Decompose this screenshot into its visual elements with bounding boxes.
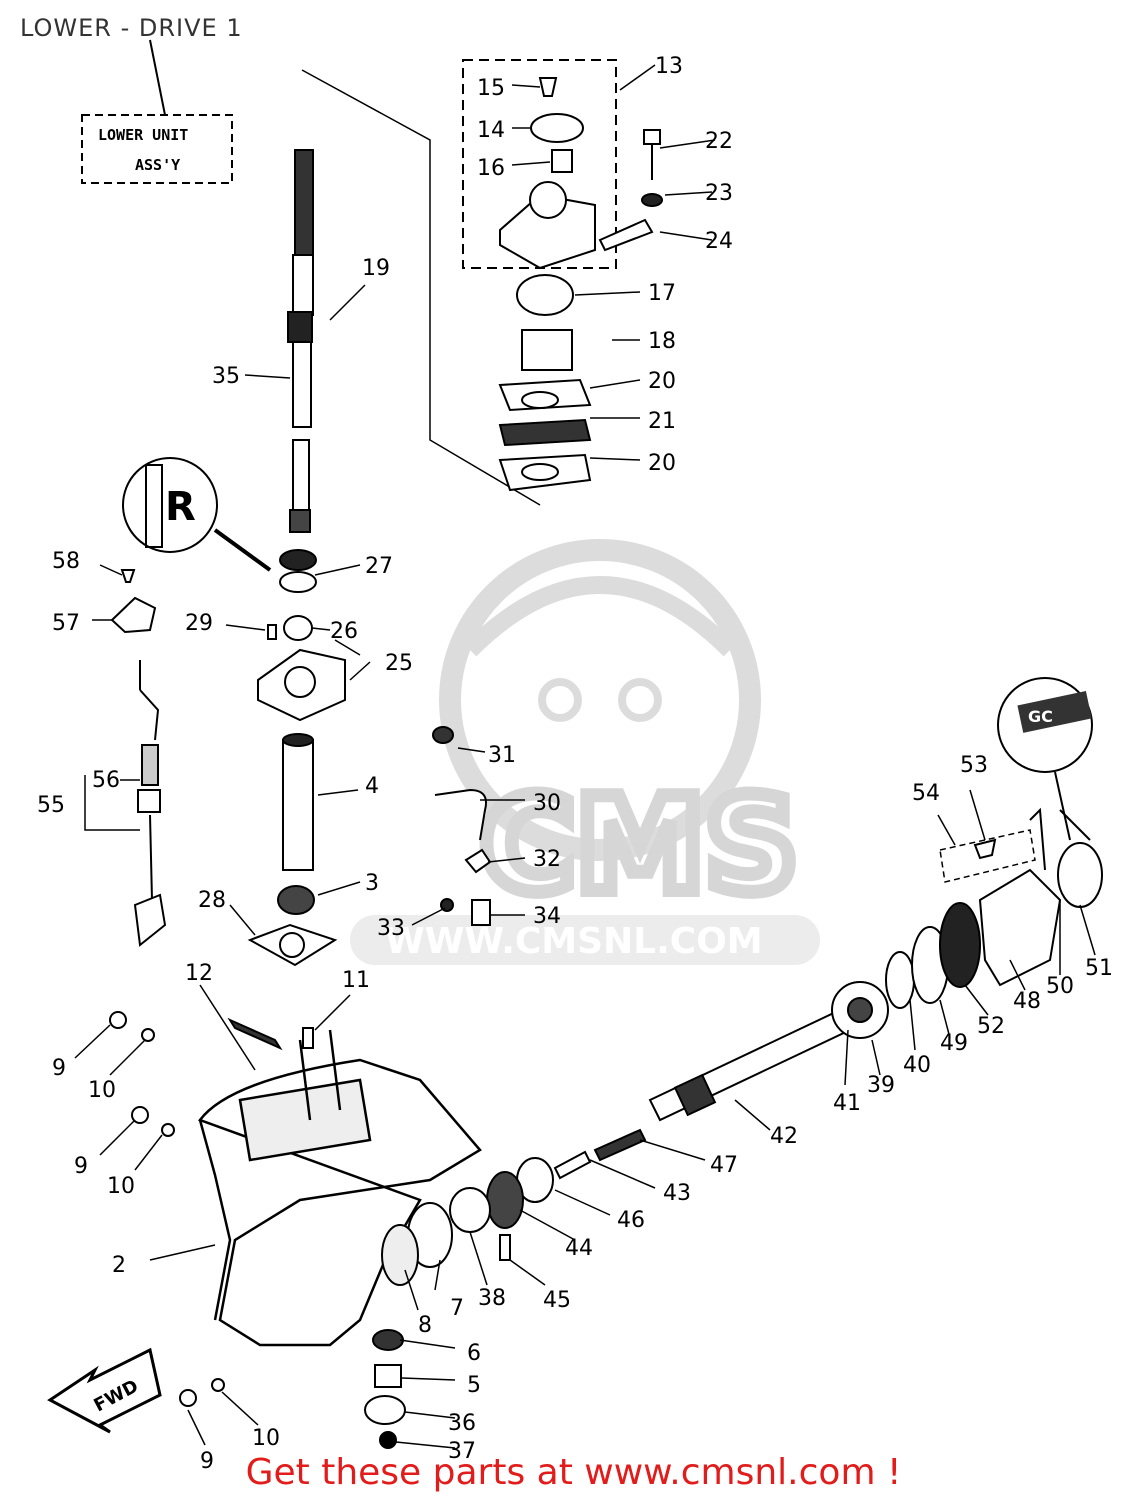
callout-43: 43 xyxy=(663,1181,691,1206)
callout-45: 45 xyxy=(543,1288,571,1313)
footer-link-text[interactable]: Get these parts at www.cmsnl.com ! xyxy=(245,1452,902,1493)
callout-27: 27 xyxy=(365,554,393,579)
callout-19: 19 xyxy=(362,256,390,281)
cooling-water-pipe xyxy=(432,726,492,926)
callout-37: 37 xyxy=(448,1439,476,1464)
callout-10-middle: 10 xyxy=(107,1174,135,1199)
drive-shaft xyxy=(287,69,541,533)
callout-24: 24 xyxy=(705,229,733,254)
callout-7: 7 xyxy=(450,1296,464,1321)
callout-20-upper: 20 xyxy=(648,369,676,394)
callout-41: 41 xyxy=(833,1091,861,1116)
callout-55: 55 xyxy=(37,793,65,818)
callout-47: 47 xyxy=(710,1153,738,1178)
callout-4: 4 xyxy=(365,774,379,799)
r-marker-letter: R xyxy=(165,484,196,530)
callout-29: 29 xyxy=(185,611,213,636)
callout-46: 46 xyxy=(617,1208,645,1233)
callouts: 15 14 16 13 22 23 24 17 18 20 21 20 19 3… xyxy=(37,54,1113,1474)
small-hardware xyxy=(109,1011,314,1407)
callout-21: 21 xyxy=(648,409,676,434)
callout-54: 54 xyxy=(912,781,940,806)
callout-10-upper: 10 xyxy=(88,1078,116,1103)
callout-28: 28 xyxy=(198,888,226,913)
assy-box-line1: LOWER UNIT xyxy=(98,126,188,144)
callout-56: 56 xyxy=(92,768,120,793)
callout-36: 36 xyxy=(448,1411,476,1436)
callout-42: 42 xyxy=(770,1124,798,1149)
lower-casing xyxy=(197,1029,482,1347)
bearing-housing-parts xyxy=(247,549,346,967)
assy-box-line2: ASS'Y xyxy=(135,156,180,174)
callout-3: 3 xyxy=(365,871,379,896)
callout-33: 33 xyxy=(377,916,405,941)
callout-23: 23 xyxy=(705,181,733,206)
callout-9-lower: 9 xyxy=(200,1449,214,1474)
callout-14: 14 xyxy=(477,118,505,143)
callout-9-upper: 9 xyxy=(52,1056,66,1081)
page-title: LOWER - DRIVE 1 xyxy=(20,14,243,42)
callout-2: 2 xyxy=(112,1253,126,1278)
callout-57: 57 xyxy=(52,611,80,636)
callout-18: 18 xyxy=(648,329,676,354)
callout-15: 15 xyxy=(477,76,505,101)
callout-8: 8 xyxy=(418,1313,432,1338)
callout-48: 48 xyxy=(1013,989,1041,1014)
callout-58: 58 xyxy=(52,549,80,574)
callout-32: 32 xyxy=(533,847,561,872)
callout-25: 25 xyxy=(385,651,413,676)
water-pump-group xyxy=(462,59,663,492)
callout-30: 30 xyxy=(533,791,561,816)
callout-20-lower: 20 xyxy=(648,451,676,476)
callout-44: 44 xyxy=(565,1236,593,1261)
watermark-url: WWW.CMSNL.COM xyxy=(385,921,763,962)
callout-9-middle: 9 xyxy=(74,1154,88,1179)
callout-51: 51 xyxy=(1085,956,1113,981)
callout-6: 6 xyxy=(467,1341,481,1366)
callout-40: 40 xyxy=(903,1053,931,1078)
callout-16: 16 xyxy=(477,156,505,181)
callout-22: 22 xyxy=(705,129,733,154)
lower-unit-assy-box: LOWER UNIT ASS'Y xyxy=(81,39,233,184)
callout-12: 12 xyxy=(185,961,213,986)
r-detail-circle: R xyxy=(122,457,272,572)
callout-53: 53 xyxy=(960,753,988,778)
gc-detail-circle: GC xyxy=(939,677,1093,883)
callout-26: 26 xyxy=(330,619,358,644)
shift-rod xyxy=(110,569,167,947)
callout-52: 52 xyxy=(977,1014,1005,1039)
gc-label: GC xyxy=(1028,707,1053,726)
callout-10-lower: 10 xyxy=(252,1426,280,1451)
callout-5: 5 xyxy=(467,1373,481,1398)
callout-13: 13 xyxy=(655,54,683,79)
callout-11: 11 xyxy=(342,968,370,993)
watermark-brand: CMS xyxy=(480,769,798,921)
pinion-stack xyxy=(364,1329,406,1449)
callout-34: 34 xyxy=(533,904,561,929)
propeller-shaft-assembly xyxy=(381,807,1103,1286)
fwd-arrow: FWD xyxy=(47,1347,162,1434)
leader-lines xyxy=(74,64,1096,1449)
callout-17: 17 xyxy=(648,281,676,306)
callout-31: 31 xyxy=(488,743,516,768)
callout-49: 49 xyxy=(940,1031,968,1056)
callout-50: 50 xyxy=(1046,974,1074,999)
callout-35: 35 xyxy=(212,364,240,389)
watermark: CMS WWW.CMSNL.COM xyxy=(350,539,820,965)
callout-39: 39 xyxy=(867,1073,895,1098)
callout-38: 38 xyxy=(478,1286,506,1311)
